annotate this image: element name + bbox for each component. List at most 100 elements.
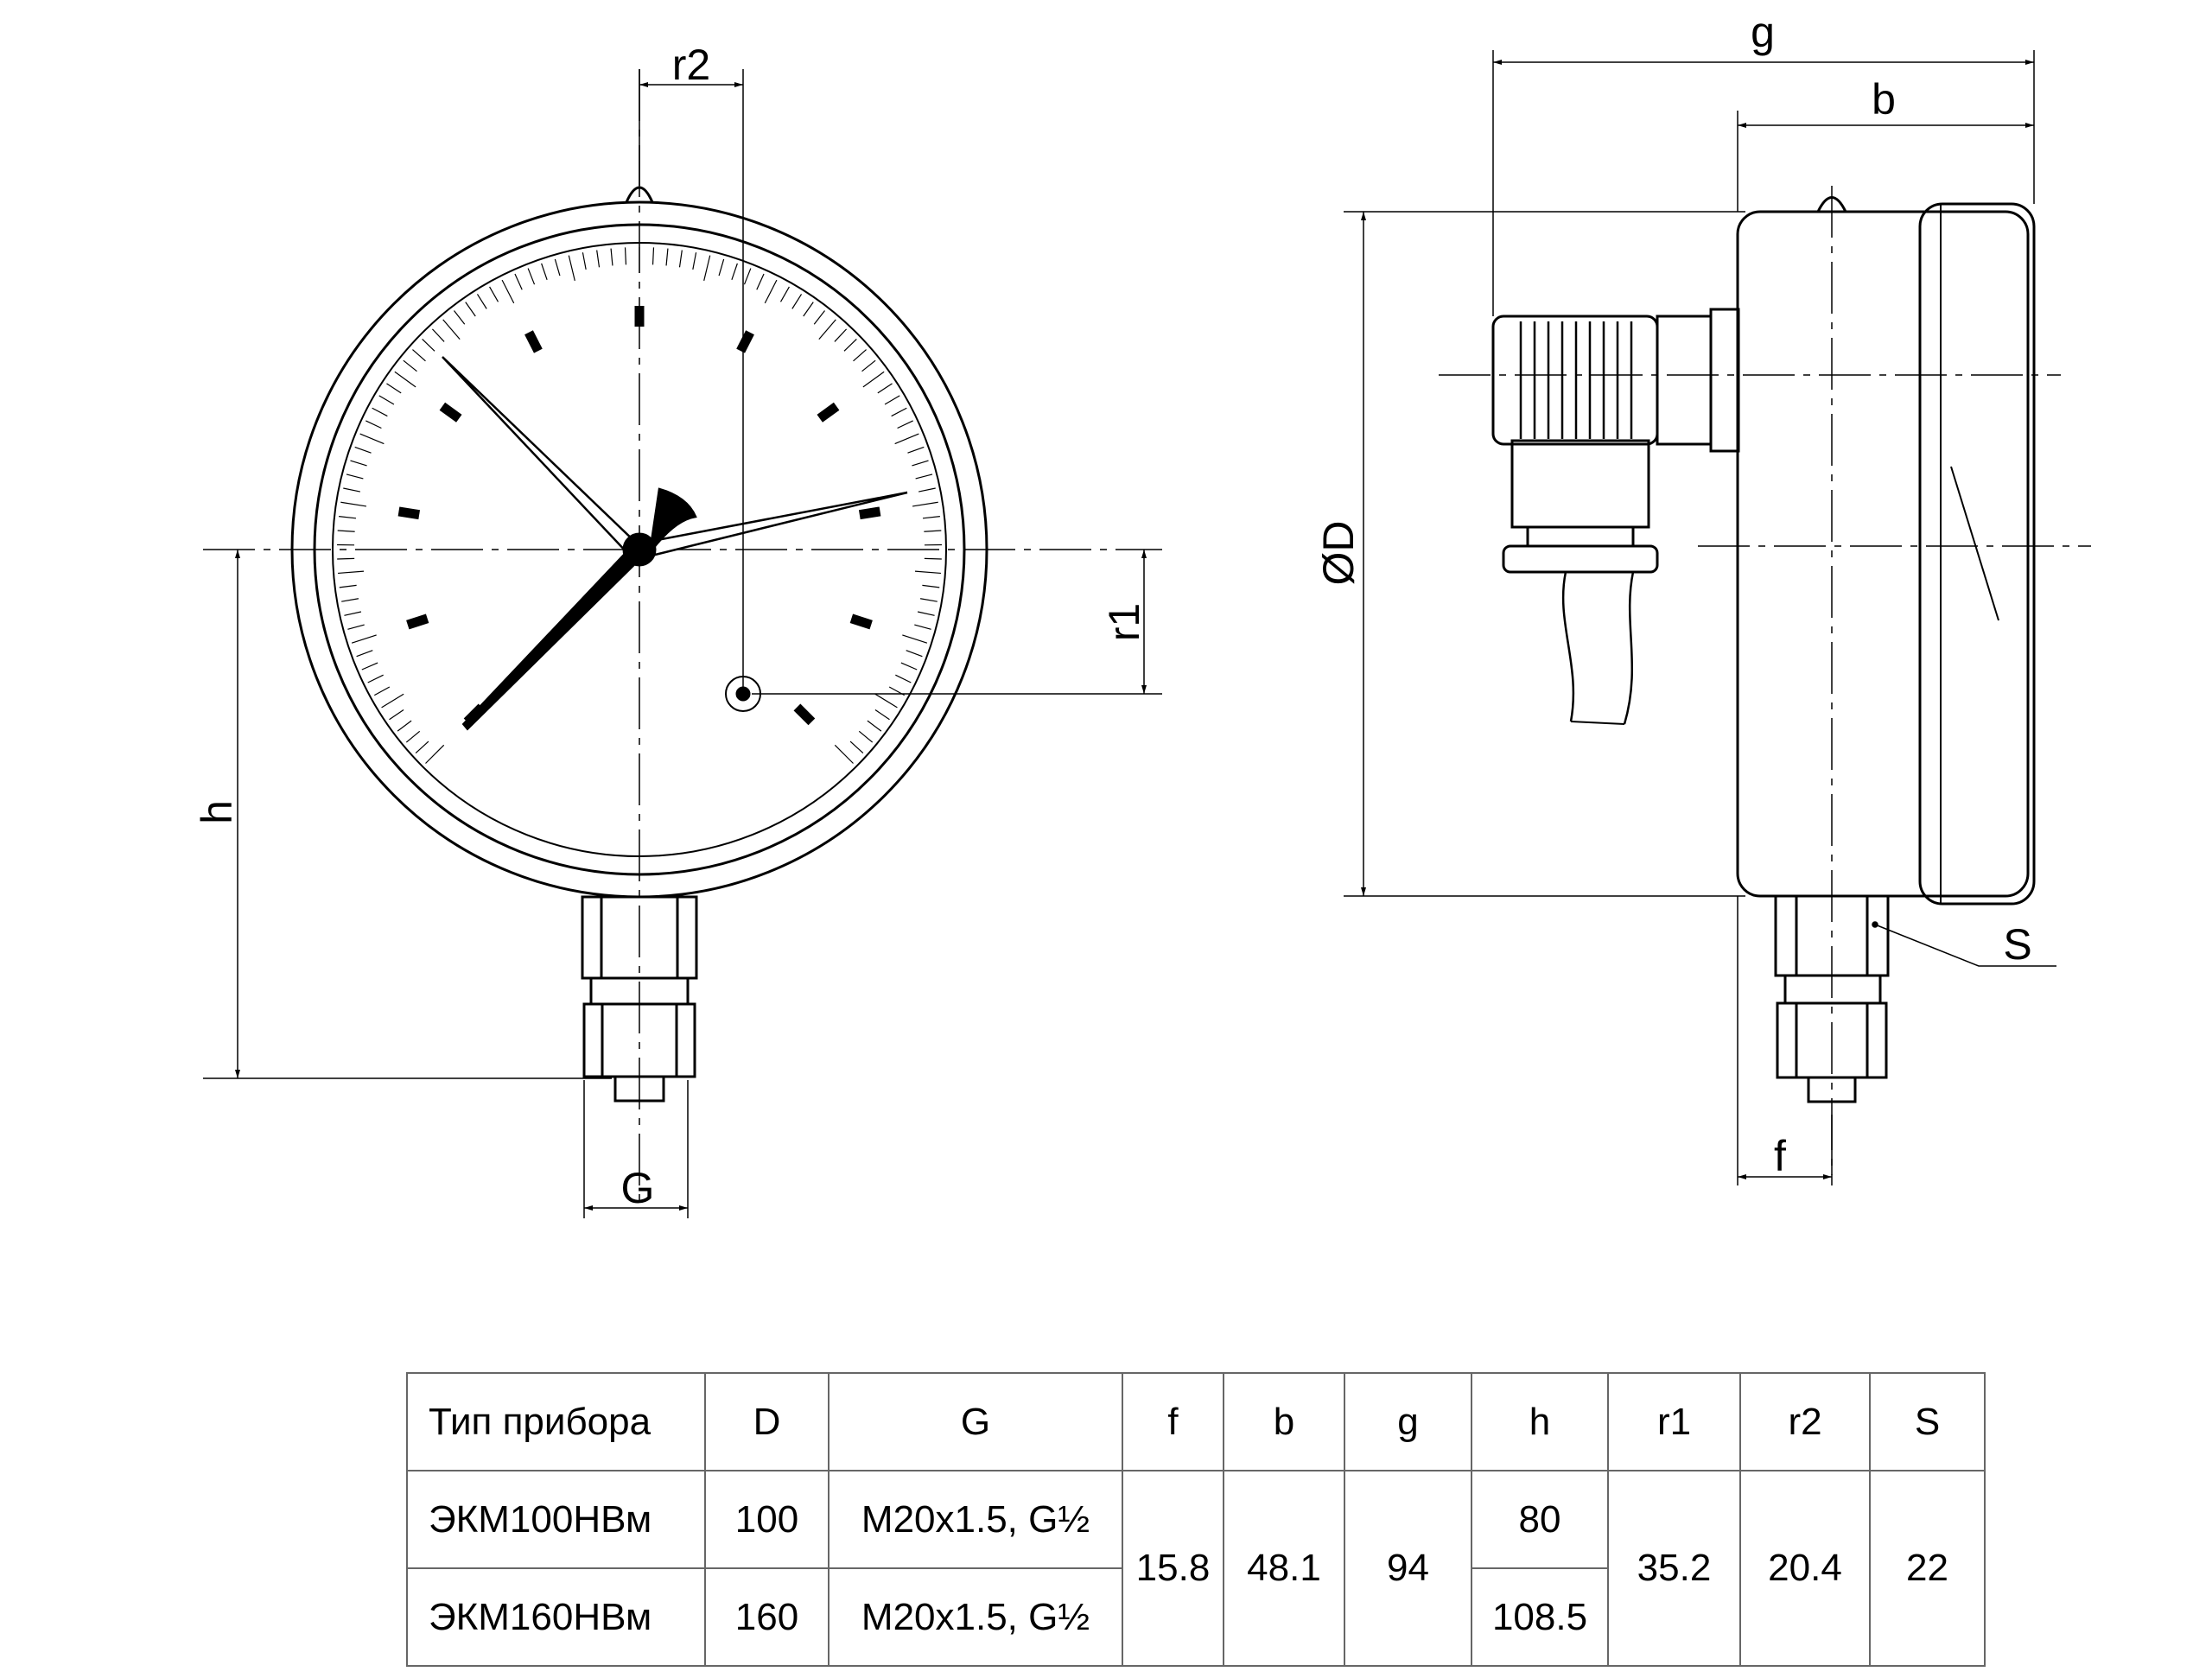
front-dimensions: [203, 69, 1162, 1218]
dial-tick: [351, 634, 377, 644]
dial-tick: [914, 624, 931, 630]
dial-major-tick: [849, 613, 873, 630]
dial-tick: [339, 515, 357, 519]
dial-tick: [350, 460, 367, 467]
row1-G: M20x1.5, G½: [828, 1470, 1123, 1569]
gauge-dial: [332, 242, 947, 857]
dial-tick: [818, 319, 836, 340]
dial-tick: [465, 302, 476, 317]
dial-major-tick: [736, 330, 754, 353]
row1-type: ЭКМ100НВм: [406, 1470, 706, 1569]
dial-tick: [849, 740, 864, 753]
pointer-hub: [622, 532, 657, 567]
label-g: g: [1751, 8, 1775, 56]
row2-G-frac: ½: [1058, 1595, 1090, 1638]
dial-tick: [912, 460, 929, 467]
dial-major-tick: [858, 506, 881, 520]
dial-major-tick: [793, 703, 816, 726]
row1-h: 80: [1471, 1470, 1609, 1569]
dial-tick: [367, 674, 384, 683]
dial-tick: [554, 258, 561, 276]
dial-tick: [692, 252, 697, 270]
dial-tick: [381, 693, 404, 709]
dial-tick: [907, 446, 925, 454]
dial-tick: [341, 598, 359, 602]
label-b: b: [1872, 75, 1896, 124]
dial-major-tick: [406, 613, 429, 630]
dial-tick: [344, 611, 362, 616]
cell-r2: 20.4: [1739, 1470, 1871, 1667]
dial-tick: [813, 310, 825, 325]
dial-tick: [338, 570, 365, 575]
dial-tick: [743, 268, 752, 285]
header-g: g: [1344, 1372, 1472, 1471]
gauge-case-inner: [313, 223, 966, 876]
dial-tick: [652, 247, 655, 265]
dial-tick: [779, 286, 790, 302]
dial-tick: [389, 709, 404, 721]
dial-tick: [915, 474, 933, 480]
label-r2: r2: [672, 41, 710, 89]
header-type: Тип прибора: [406, 1372, 706, 1471]
dial-tick: [861, 359, 876, 372]
label-f: f: [1774, 1132, 1786, 1180]
left-contact-hand: [442, 356, 639, 556]
dial-tick: [919, 598, 938, 602]
dial-tick: [582, 252, 587, 270]
dial-tick: [917, 611, 935, 616]
spec-table: Тип прибора D G f b g h r1 r2 S ЭКМ100НВ…: [406, 1372, 1986, 1667]
dial-tick: [403, 359, 417, 372]
header-G: G: [828, 1372, 1123, 1471]
dial-tick: [346, 474, 364, 480]
dial-tick: [895, 674, 912, 683]
cell-b: 48.1: [1223, 1470, 1345, 1667]
dial-tick: [454, 310, 466, 325]
header-D: D: [704, 1372, 830, 1471]
dial-tick: [340, 501, 367, 507]
row2-G: M20x1.5, G½: [828, 1567, 1123, 1667]
label-r1: r1: [1100, 603, 1148, 641]
dial-tick: [862, 371, 885, 388]
dial-tick: [918, 487, 936, 493]
side-view: [1439, 186, 2091, 1175]
cell-f: 15.8: [1122, 1470, 1224, 1667]
dial-tick: [412, 349, 426, 362]
hand-hub-blade: [648, 487, 697, 554]
dial-tick: [501, 279, 515, 304]
front-view: [203, 69, 1162, 1210]
dial-tick: [884, 395, 900, 405]
contact-hands: [442, 356, 908, 558]
dial-tick: [912, 501, 938, 507]
header-h: h: [1471, 1372, 1609, 1471]
header-r2: r2: [1739, 1372, 1871, 1471]
header-f: f: [1122, 1372, 1224, 1471]
header-r1: r1: [1607, 1372, 1741, 1471]
dial-tick: [354, 446, 372, 454]
dial-tick: [791, 294, 803, 309]
side-bezel: [1918, 202, 2036, 906]
dial-tick: [442, 319, 461, 340]
dial-tick: [422, 338, 435, 352]
dial-tick: [718, 258, 725, 276]
front-socket: [581, 895, 698, 1103]
dial-tick: [897, 420, 913, 429]
dial-tick: [891, 407, 907, 417]
dial-tick: [924, 557, 942, 560]
dial-tick: [365, 420, 382, 429]
row2-h: 108.5: [1471, 1567, 1609, 1667]
dial-tick: [853, 349, 867, 362]
side-center-lines: [1439, 186, 2091, 1175]
row1-G-main: M20x1.5, G: [861, 1497, 1058, 1541]
dial-tick: [489, 286, 499, 302]
dial-tick: [425, 744, 445, 764]
dial-tick: [361, 662, 378, 671]
dial-tick: [703, 255, 711, 281]
side-case-body: [1736, 210, 2030, 898]
table-row: ЭКМ160НВм 160 M20x1.5, G½ 108.5: [406, 1567, 1985, 1667]
dial-tick: [756, 273, 765, 290]
top-nub: [625, 186, 654, 203]
dial-ticks: [337, 247, 942, 764]
dial-tick: [527, 268, 536, 285]
row1-D: 100: [704, 1470, 830, 1569]
dial-tick: [922, 584, 940, 588]
